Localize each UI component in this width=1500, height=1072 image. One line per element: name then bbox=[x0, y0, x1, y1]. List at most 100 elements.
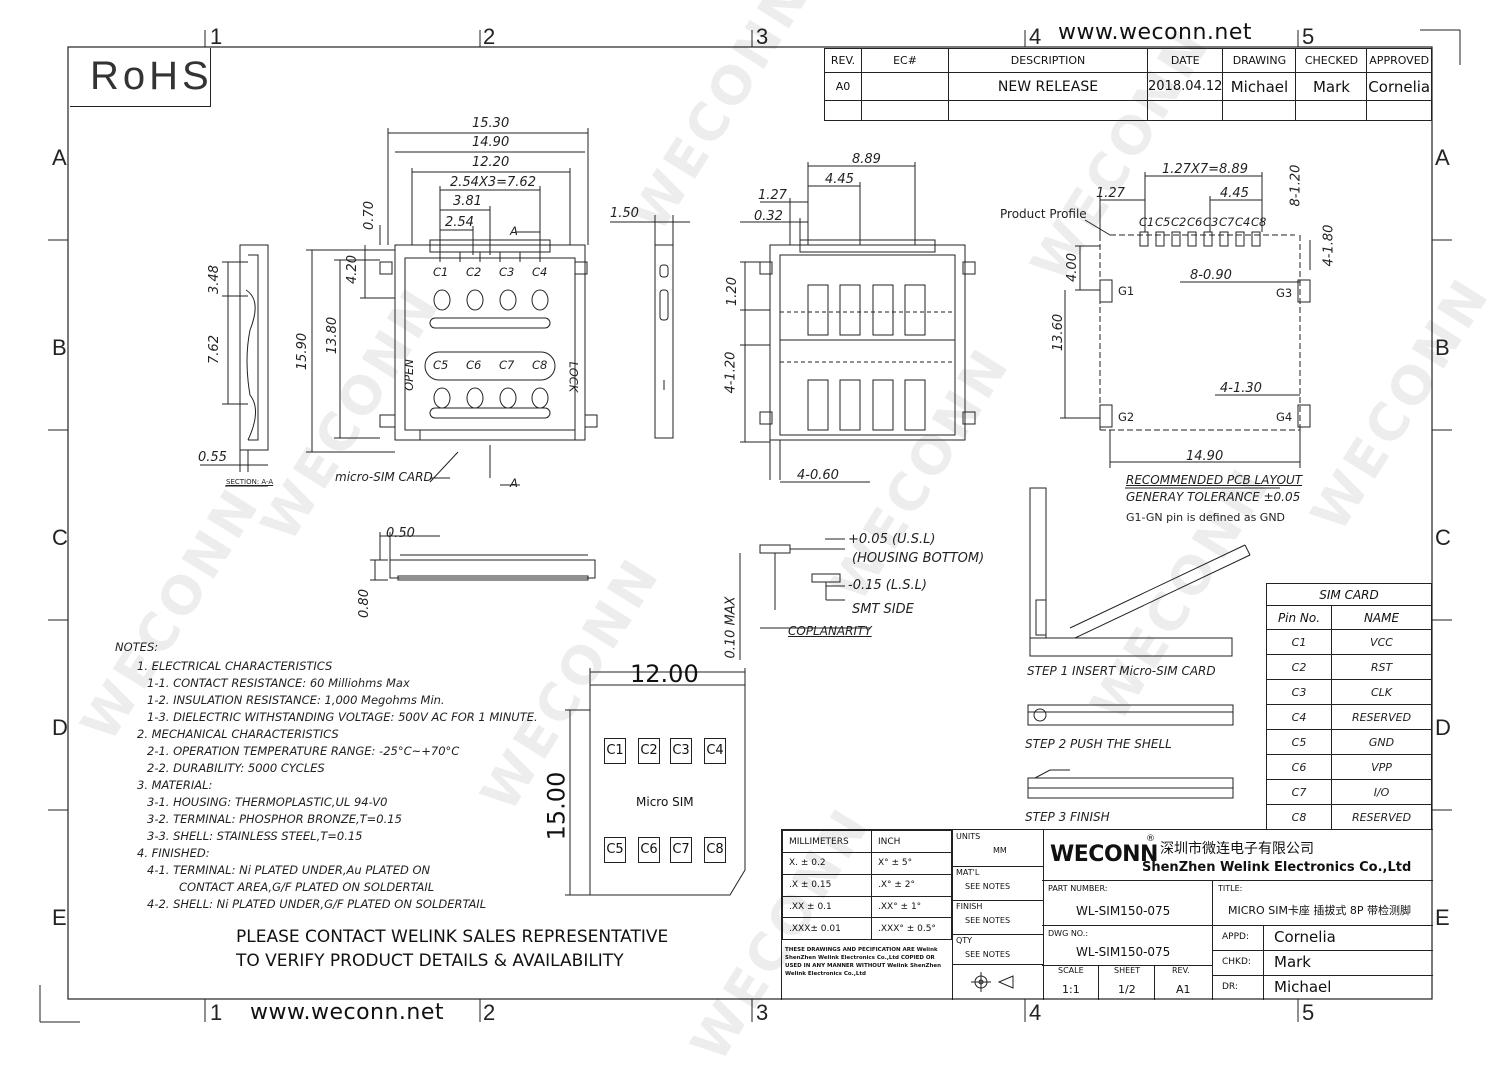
website-bottom[interactable]: www.weconn.net bbox=[250, 1000, 445, 1025]
product-profile-label: Product Profile bbox=[1000, 207, 1087, 221]
zone-row-d: D bbox=[52, 715, 68, 740]
pcb-dim-8-0-90: 8-0.90 bbox=[1190, 268, 1232, 283]
name-header: NAME bbox=[1331, 605, 1432, 630]
pin-c4: C4 bbox=[1266, 704, 1332, 730]
sheet-label: SHEET bbox=[1114, 966, 1141, 975]
dim-14-90: 14.90 bbox=[472, 135, 510, 150]
step-3-label: STEP 3 FINISH bbox=[1025, 810, 1110, 824]
gnd-pad-g2: G2 bbox=[1118, 410, 1135, 424]
zone-col-2: 2 bbox=[483, 24, 496, 49]
part-number-cell: PART NUMBER: WL-SIM150-075 bbox=[1042, 880, 1213, 926]
dr-value: Michael bbox=[1274, 978, 1332, 996]
zone-col-5-bottom: 5 bbox=[1302, 1000, 1315, 1025]
usl-label: +0.05 (U.S.L) bbox=[848, 532, 936, 547]
drawing-header: DRAWING bbox=[1222, 48, 1297, 73]
pin-c2-name: RST bbox=[1331, 654, 1432, 680]
dim-0-70: 0.70 bbox=[361, 201, 377, 230]
zone-col-1: 1 bbox=[210, 24, 223, 49]
tol-inch-0: X° ± 5° bbox=[871, 852, 952, 875]
pin-c2: C2 bbox=[1266, 654, 1332, 680]
note-line: 3-3. SHELL: STAINLESS STEEL,T=0.15 bbox=[147, 829, 363, 843]
brand-logo: WECONN bbox=[1050, 842, 1158, 867]
registered-mark: ® bbox=[1146, 834, 1155, 844]
dim-2-54: 2.54 bbox=[445, 215, 474, 230]
note-line: 3-2. TERMINAL: PHOSPHOR BRONZE,T=0.15 bbox=[147, 812, 402, 826]
dim-4-45: 4.45 bbox=[825, 172, 854, 187]
zone-col-3-bottom: 3 bbox=[756, 1000, 769, 1025]
revision-table: REV. EC# DESCRIPTION DATE DRAWING CHECKE… bbox=[824, 48, 1432, 121]
inch-header: INCH bbox=[871, 830, 952, 853]
rohs-label: RoHS bbox=[90, 54, 213, 98]
pcb-pin-c3: C3 bbox=[1203, 215, 1219, 229]
rev-label: REV. bbox=[1172, 966, 1190, 975]
contact-notice-line-2: TO VERIFY PRODUCT DETAILS & AVAILABILITY bbox=[236, 951, 624, 971]
note-line: 3-1. HOUSING: THERMOPLASTIC,UL 94-V0 bbox=[147, 795, 388, 809]
pin-c4-name: RESERVED bbox=[1331, 704, 1432, 730]
chkd-label: CHKD: bbox=[1222, 957, 1251, 967]
website-top[interactable]: www.weconn.net bbox=[1058, 20, 1253, 45]
dr-row: DR: Michael bbox=[1212, 975, 1433, 1000]
pin-c8-name: RESERVED bbox=[1331, 804, 1432, 830]
date-value: 2018.04.12 bbox=[1146, 72, 1224, 101]
zone-row-a-right: A bbox=[1435, 145, 1450, 170]
confidential-note: THESE DRAWINGS AND PECIFICATION ARE Weli… bbox=[785, 947, 942, 977]
pcb-pin-c6: C6 bbox=[1187, 215, 1203, 229]
gnd-pad-g3: G3 bbox=[1276, 286, 1293, 300]
dim-4-20: 4.20 bbox=[344, 255, 360, 284]
checked-value: Mark bbox=[1295, 72, 1368, 101]
finish-label: FINISH bbox=[956, 902, 983, 911]
note-line: 3. MATERIAL: bbox=[137, 778, 213, 792]
section-marker-bottom: A bbox=[510, 476, 518, 490]
sim-contact-c6: C6 bbox=[638, 837, 660, 863]
dwg-no-cell: DWG NO.: WL-SIM150-075 bbox=[1042, 925, 1213, 966]
zone-col-2-bottom: 2 bbox=[483, 1000, 496, 1025]
matl-label: MAT'L bbox=[956, 868, 980, 877]
housing-bottom-label: (HOUSING BOTTOM) bbox=[852, 551, 985, 566]
top-view-body bbox=[394, 244, 586, 441]
tol-mm-1: .X ± 0.15 bbox=[782, 873, 872, 897]
sim-contact-c4: C4 bbox=[704, 738, 726, 764]
contact-c5: C5 bbox=[433, 358, 449, 372]
finish-value: SEE NOTES bbox=[965, 916, 1011, 925]
pcb-pin-c4: C4 bbox=[1235, 215, 1251, 229]
zone-row-d-right: D bbox=[1435, 715, 1451, 740]
company-header: WECONN ® 深圳市微连电子有限公司 ShenZhen Welink Ele… bbox=[1042, 830, 1433, 881]
rohs-mark: RoHS bbox=[70, 48, 211, 107]
dwg-no-value: WL-SIM150-075 bbox=[1076, 945, 1171, 959]
contact-c6: C6 bbox=[466, 358, 482, 372]
dim-8-89: 8.89 bbox=[852, 152, 881, 167]
zone-col-4: 4 bbox=[1029, 24, 1042, 49]
pin-c5-name: GND bbox=[1331, 729, 1432, 755]
matl-value: SEE NOTES bbox=[965, 882, 1011, 891]
note-line: 4. FINISHED: bbox=[137, 846, 210, 860]
note-line: 4-1. TERMINAL: Ni PLATED UNDER,Au PLATED… bbox=[147, 863, 431, 877]
rev-header: REV. bbox=[824, 48, 862, 73]
gnd-pad-g4: G4 bbox=[1276, 410, 1293, 424]
pcb-pin-c8: C8 bbox=[1251, 215, 1267, 229]
pcb-pin-c1: C1 bbox=[1139, 215, 1155, 229]
appd-row: APPD: Cornelia bbox=[1212, 925, 1433, 1000]
dr-label: DR: bbox=[1222, 982, 1238, 992]
bottom-view-body bbox=[769, 244, 966, 441]
pcb-dim-4-45: 4.45 bbox=[1220, 186, 1249, 201]
section-label: SECTION: A-A bbox=[226, 478, 274, 486]
zone-col-3: 3 bbox=[756, 24, 769, 49]
pin-c5: C5 bbox=[1266, 729, 1332, 755]
pin-c8: C8 bbox=[1266, 804, 1332, 830]
sim-contact-c8: C8 bbox=[704, 837, 726, 863]
zone-row-b-right: B bbox=[1435, 335, 1450, 360]
appd-label: APPD: bbox=[1222, 932, 1249, 942]
dim-1-50: 1.50 bbox=[610, 206, 639, 221]
title-value: MICRO SIM卡座 插拔式 8P 带检测脚 bbox=[1228, 904, 1412, 917]
pcb-pin-c7: C7 bbox=[1219, 215, 1235, 229]
sim-contact-c1: C1 bbox=[604, 738, 626, 764]
dim-4-1-20: 4-1.20 bbox=[723, 351, 739, 394]
zone-row-c-right: C bbox=[1435, 525, 1451, 550]
pin-c7: C7 bbox=[1266, 779, 1332, 805]
pcb-dim-4-00: 4.00 bbox=[1064, 253, 1080, 282]
micro-sim-height-label: 15.00 bbox=[542, 771, 571, 841]
